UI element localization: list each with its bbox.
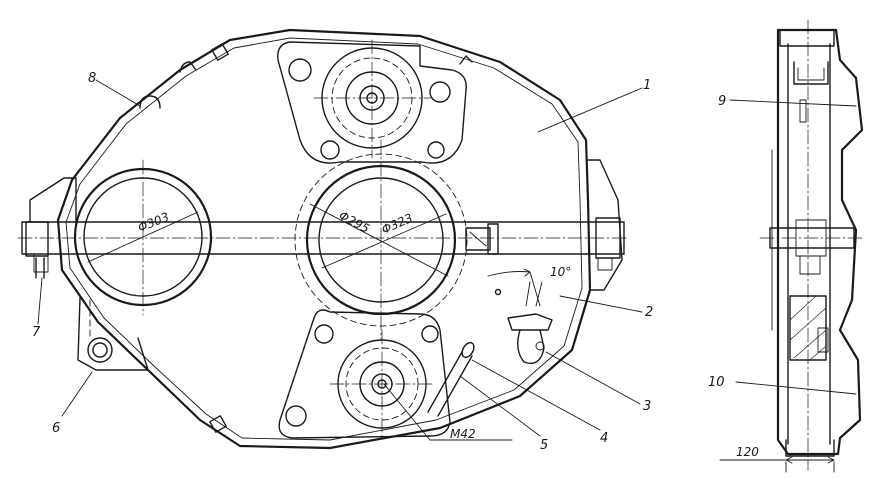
foot-6 <box>77 297 149 371</box>
lifting-eye-8 <box>139 95 161 109</box>
callout-1: 1 <box>643 78 651 93</box>
dim-center-outer: Φ323 <box>380 211 415 237</box>
front-view <box>17 28 629 450</box>
lever-mechanism <box>494 281 553 365</box>
right-ear <box>587 159 623 291</box>
callout-7: 7 <box>32 325 41 340</box>
callout-2: 2 <box>645 305 653 320</box>
beam-clamp <box>465 227 491 251</box>
left-ear <box>29 177 77 223</box>
dim-left-bore: Φ303 <box>136 210 171 235</box>
top-plate <box>277 41 467 164</box>
callout-10: 10 <box>708 375 725 390</box>
side-view-outline <box>776 28 864 456</box>
side-view <box>719 19 865 473</box>
callout-3: 3 <box>643 399 651 414</box>
housing-outline <box>56 28 592 450</box>
dim-center-inner: Φ295 <box>337 208 372 236</box>
callout-4: 4 <box>600 431 608 446</box>
leader-lines <box>37 79 857 437</box>
dim-thread: M42 <box>450 427 476 441</box>
callout-5: 5 <box>540 438 548 453</box>
bottom-plate <box>278 309 451 439</box>
callout-9: 9 <box>718 94 726 109</box>
callout-8: 8 <box>88 71 96 86</box>
callout-6: 6 <box>52 421 60 436</box>
housing-inner-outline <box>65 37 583 441</box>
dim-angle: 10° <box>550 265 571 279</box>
dim-width: 120 <box>736 445 759 459</box>
bolt-4 <box>427 341 475 417</box>
